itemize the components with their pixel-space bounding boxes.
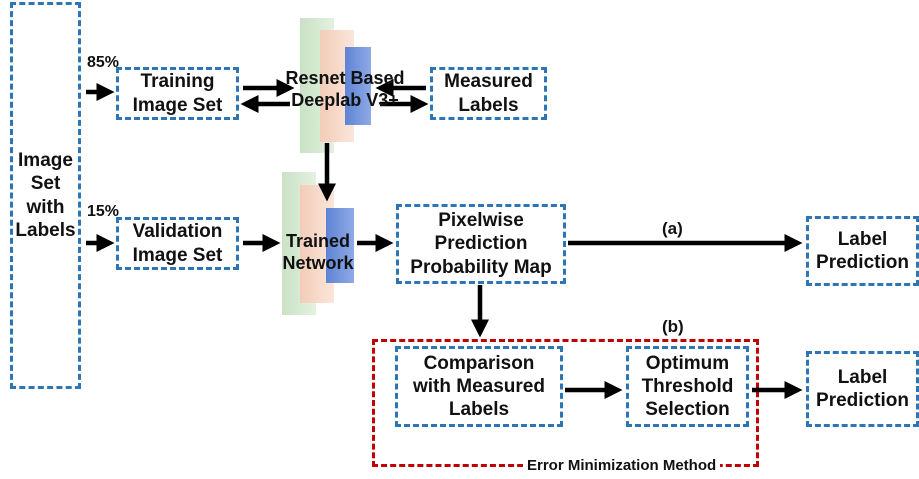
network-layer-blue-top xyxy=(345,47,371,125)
optimum-threshold-label: Optimum Threshold Selection xyxy=(641,352,734,421)
label-prediction-b-label: Label Prediction xyxy=(816,366,909,411)
label-prediction-a-label: Label Prediction xyxy=(816,228,909,273)
trained-network-label: Trained Network xyxy=(282,231,354,273)
error-minimization-label: Error Minimization Method xyxy=(523,457,721,474)
percent-train-label: 85% xyxy=(87,54,120,71)
measured-labels-label: Measured Labels xyxy=(444,71,533,116)
resnet-deeplab-label: Resnet Based Deeplab V3+ xyxy=(285,68,405,110)
validation-image-set-label: Validation Image Set xyxy=(132,221,223,266)
training-image-set-box: Training Image Set xyxy=(116,67,239,120)
label-prediction-a-box: Label Prediction xyxy=(806,216,919,286)
percent-validation-label: 15% xyxy=(87,203,120,220)
pixelwise-probability-label: Pixelwise Prediction Probability Map xyxy=(410,210,552,278)
label-prediction-b-box: Label Prediction xyxy=(806,351,919,427)
pixelwise-probability-box: Pixelwise Prediction Probability Map xyxy=(396,204,566,284)
comparison-label: Comparison with Measured Labels xyxy=(413,352,545,421)
path-b-label: (b) xyxy=(662,317,684,336)
validation-image-set-box: Validation Image Set xyxy=(116,217,239,270)
training-image-set-label: Training Image Set xyxy=(132,71,223,116)
path-a-label: (a) xyxy=(662,219,683,238)
measured-labels-box: Measured Labels xyxy=(430,67,547,120)
network-layer-blue-trained xyxy=(326,208,354,283)
optimum-threshold-box: Optimum Threshold Selection xyxy=(626,346,749,427)
image-set-label: Image Set with Labels xyxy=(15,150,76,241)
comparison-box: Comparison with Measured Labels xyxy=(395,346,563,427)
image-set-box: Image Set with Labels xyxy=(10,2,81,389)
